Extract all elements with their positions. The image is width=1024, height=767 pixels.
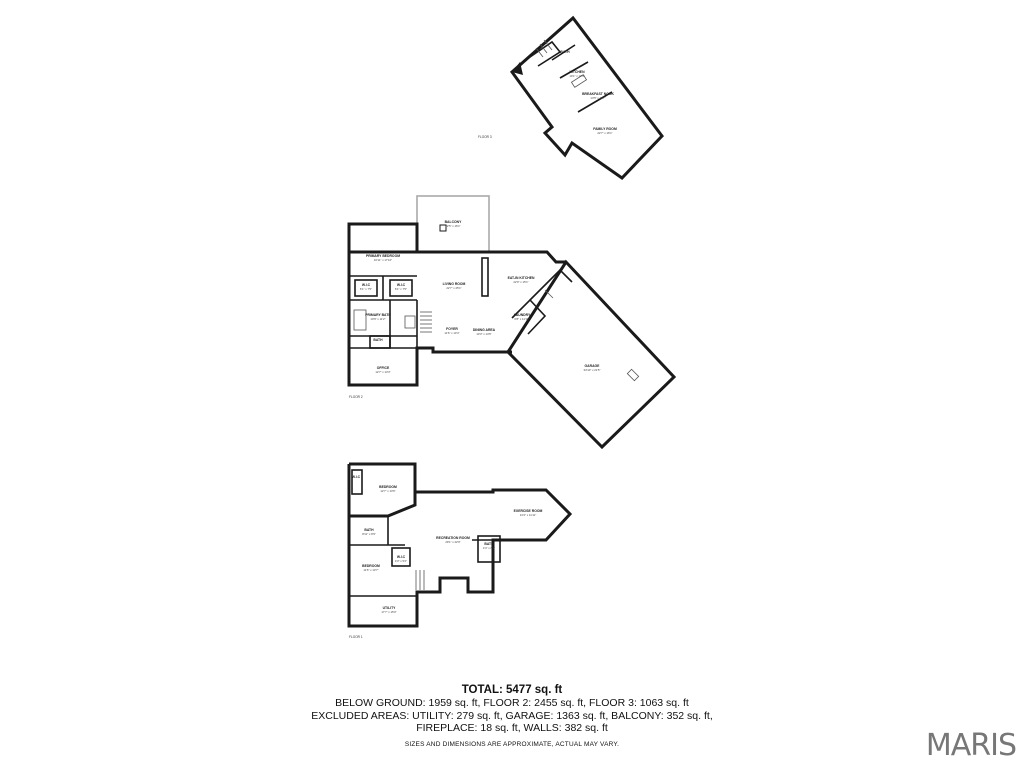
bath-2-name: BATH — [484, 542, 494, 546]
floor-1-label: FLOOR 1 — [349, 635, 363, 639]
floor-3-breakfast-dims: 13'5" x 11'7" — [590, 96, 605, 100]
floor-3-label: FLOOR 3 — [478, 135, 492, 139]
wic-1-name: W.I.C — [362, 283, 371, 287]
wic-2-dims: 6'1" x 7'5" — [395, 287, 407, 291]
eat-in-kitchen-dims: 22'9" x 15'1" — [513, 280, 528, 284]
area-breakdown-line-1: BELOW GROUND: 1959 sq. ft, FLOOR 2: 2455… — [335, 697, 689, 709]
utility-dims: 17'7" x 15'0" — [381, 610, 396, 614]
dining-area-dims: 13'3" x 14'5" — [476, 332, 491, 336]
bath-1-dims: 8'11" x 8'9" — [362, 532, 376, 536]
floor-3-kitchen-name: KITCHEN — [569, 70, 585, 74]
bedroom-2-dims: 11'6" x 13'7" — [363, 568, 378, 572]
primary-bedroom-name: PRIMARY BEDROOM — [366, 254, 400, 258]
balcony-name: BALCONY — [445, 220, 463, 224]
exercise-room-name: EXERCISE ROOM — [514, 509, 543, 513]
floor-1-outline — [347, 462, 417, 518]
wic-1-dims: 6'1" x 7'5" — [360, 287, 372, 291]
floor-2-bath-name: BATH — [373, 338, 383, 342]
exercise-room-dims: 13'4" x 11'11" — [520, 513, 536, 517]
floor-1-closet-name: W.I.C — [352, 475, 361, 479]
floor-3-family-name: FAMILY ROOM — [593, 127, 617, 131]
area-breakdown-line-2: EXCLUDED AREAS: UTILITY: 279 sq. ft, GAR… — [311, 709, 713, 722]
recreation-room-dims: 29'1" x 22'9" — [445, 540, 460, 544]
floor-1-plan: FLOOR 1 BEDROOM 12'7" x 13'6" W.I.C EXER… — [347, 462, 573, 639]
foyer-dims: 11'6" x 13'4" — [444, 331, 459, 335]
living-room-name: LIVING ROOM — [443, 282, 466, 286]
garage-outline — [506, 259, 677, 450]
bedroom-2-name: BEDROOM — [362, 564, 380, 568]
floor-3-outline — [509, 15, 664, 180]
total-area: TOTAL: 5477 sq. ft — [461, 684, 563, 696]
bedroom-1-dims: 12'7" x 13'6" — [380, 489, 395, 493]
floor-plan-drawing: FLOOR 3 BATH KITCHEN 10'1" x 13'4" BREAK… — [347, 15, 677, 639]
utility-name: UTILITY — [383, 606, 397, 610]
floor-2-main-outline — [347, 224, 512, 387]
area-summary: TOTAL: 5477 sq. ft BELOW GROUND: 1959 sq… — [0, 684, 1024, 748]
primary-bath-dims: 10'9" x 11'2" — [370, 317, 385, 321]
floor-3-family-dims: 22'7" x 16'1" — [597, 131, 612, 135]
eat-in-kitchen-name: EAT-IN KITCHEN — [508, 276, 535, 280]
bath-1-name: BATH — [364, 528, 374, 532]
wic-2-name: W.I.C — [397, 283, 406, 287]
garage-name: GARAGE — [585, 364, 601, 368]
disclaimer-note: SIZES AND DIMENSIONS ARE APPROXIMATE, AC… — [404, 740, 620, 748]
floor-1-wic-name: W.I.C — [397, 555, 406, 559]
brand-watermark: MARIS — [925, 728, 1017, 763]
office-name: OFFICE — [377, 366, 390, 370]
floor-3-bath-name: BATH — [560, 50, 570, 54]
primary-bath-name: PRIMARY BATH — [365, 313, 391, 317]
laundry-dims: 6'8" x 11'10" — [514, 317, 529, 321]
dining-area-name: DINING AREA — [473, 328, 496, 332]
floor-3-plan: FLOOR 3 BATH KITCHEN 10'1" x 13'4" BREAK… — [478, 15, 664, 180]
floor-3-breakfast-name: BREAKFAST NOOK — [582, 92, 614, 96]
laundry-name: LAUNDRY — [514, 313, 531, 317]
floor-2-label: FLOOR 2 — [349, 395, 363, 399]
bedroom-1-name: BEDROOM — [379, 485, 397, 489]
area-breakdown-line-3: FIREPLACE: 18 sq. ft, WALLS: 382 sq. ft — [416, 722, 608, 734]
floor-2-plan: FLOOR 2 — [347, 195, 677, 450]
foyer-name: FOYER — [446, 327, 458, 331]
office-dims: 12'7" x 13'3" — [375, 370, 390, 374]
primary-bedroom-dims: 16'11" x 17'10" — [374, 258, 392, 262]
balcony-dims: 22'5" x 16'1" — [445, 224, 460, 228]
recreation-room-name: RECREATION ROOM — [436, 536, 470, 540]
bath-2-dims: 4'4" x 8'1" — [483, 546, 495, 550]
floor-3-kitchen-dims: 10'1" x 13'4" — [569, 74, 584, 78]
floor-1-wic-dims: 4'3" x 5'2" — [395, 559, 407, 563]
living-room-dims: 22'7" x 25'1" — [446, 286, 461, 290]
garage-dims: 33'10" x 21'5" — [584, 368, 601, 372]
